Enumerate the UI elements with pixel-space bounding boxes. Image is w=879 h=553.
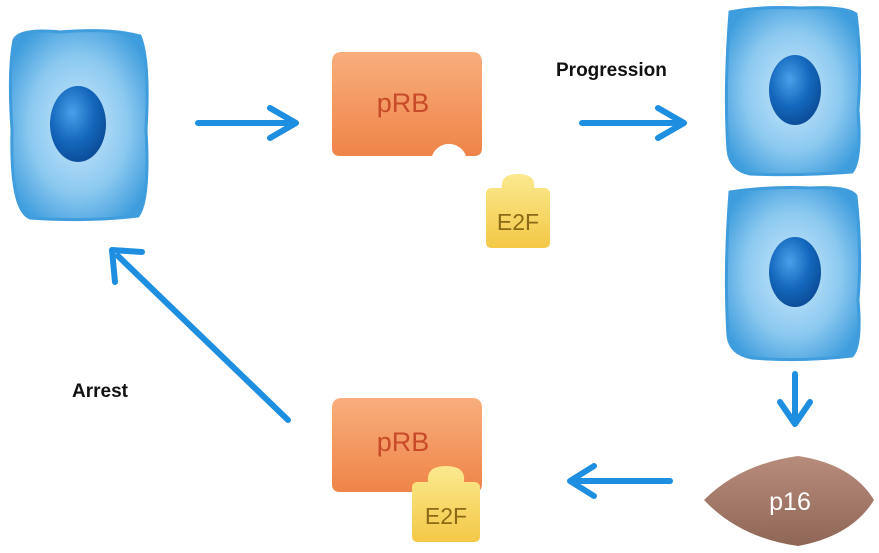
- cell-left: [8, 29, 149, 222]
- e2f-bottom-label: E2F: [425, 503, 467, 529]
- arrow-progression: [579, 105, 687, 141]
- prb-protein-top: pRB: [332, 52, 482, 156]
- p16-protein: p16: [704, 456, 874, 546]
- prb-bottom-label: pRB: [377, 427, 430, 457]
- e2f-protein-bottom: E2F: [412, 466, 480, 542]
- nucleus-top-right: [769, 55, 821, 125]
- e2f-protein-top: E2F: [486, 174, 550, 248]
- progression-label: Progression: [556, 60, 667, 81]
- nucleus-bottom-right: [769, 237, 821, 307]
- cell-bottom-right: [724, 186, 862, 362]
- e2f-top-label: E2F: [497, 209, 539, 235]
- prb-top-label: pRB: [377, 88, 430, 118]
- arrow-to-prb: [195, 105, 299, 141]
- arrow-to-prb-complex: [567, 463, 673, 499]
- arrest-label: Arrest: [72, 381, 129, 402]
- arrow-arrest: [109, 247, 291, 423]
- arrow-to-p16: [777, 371, 813, 427]
- cell-top-right: [724, 6, 862, 177]
- p16-label: p16: [769, 488, 811, 516]
- nucleus-left: [50, 86, 106, 162]
